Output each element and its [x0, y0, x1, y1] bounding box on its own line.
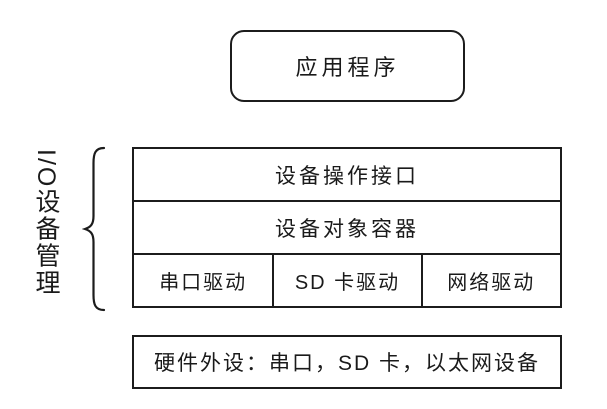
- serial-driver-label: 串口驱动: [159, 272, 248, 294]
- application-box-label: 应用程序: [295, 55, 400, 80]
- sd-card-driver-cell: SD 卡驱动: [274, 255, 423, 306]
- serial-driver-cell: 串口驱动: [134, 255, 275, 306]
- application-box: 应用程序: [230, 30, 465, 102]
- device-object-container-row: 设备对象容器: [134, 202, 560, 255]
- hardware-peripherals-box: 硬件外设：串口，SD 卡，以太网设备: [132, 335, 562, 389]
- hardware-peripherals-label: 硬件外设：串口，SD 卡，以太网设备: [153, 352, 540, 375]
- io-device-management-label: I/O设备管理: [32, 148, 60, 297]
- network-driver-cell: 网络驱动: [423, 255, 560, 306]
- io-management-stack: 设备操作接口 设备对象容器 串口驱动 SD 卡驱动 网络驱动: [132, 147, 562, 308]
- driver-row: 串口驱动 SD 卡驱动 网络驱动: [134, 255, 560, 306]
- network-driver-label: 网络驱动: [447, 272, 536, 294]
- device-operation-interface-label: 设备操作接口: [275, 164, 419, 188]
- device-object-container-label: 设备对象容器: [275, 217, 419, 241]
- device-operation-interface-row: 设备操作接口: [134, 149, 560, 202]
- left-curly-brace-icon: [82, 146, 106, 312]
- sd-card-driver-label: SD 卡驱动: [294, 272, 401, 294]
